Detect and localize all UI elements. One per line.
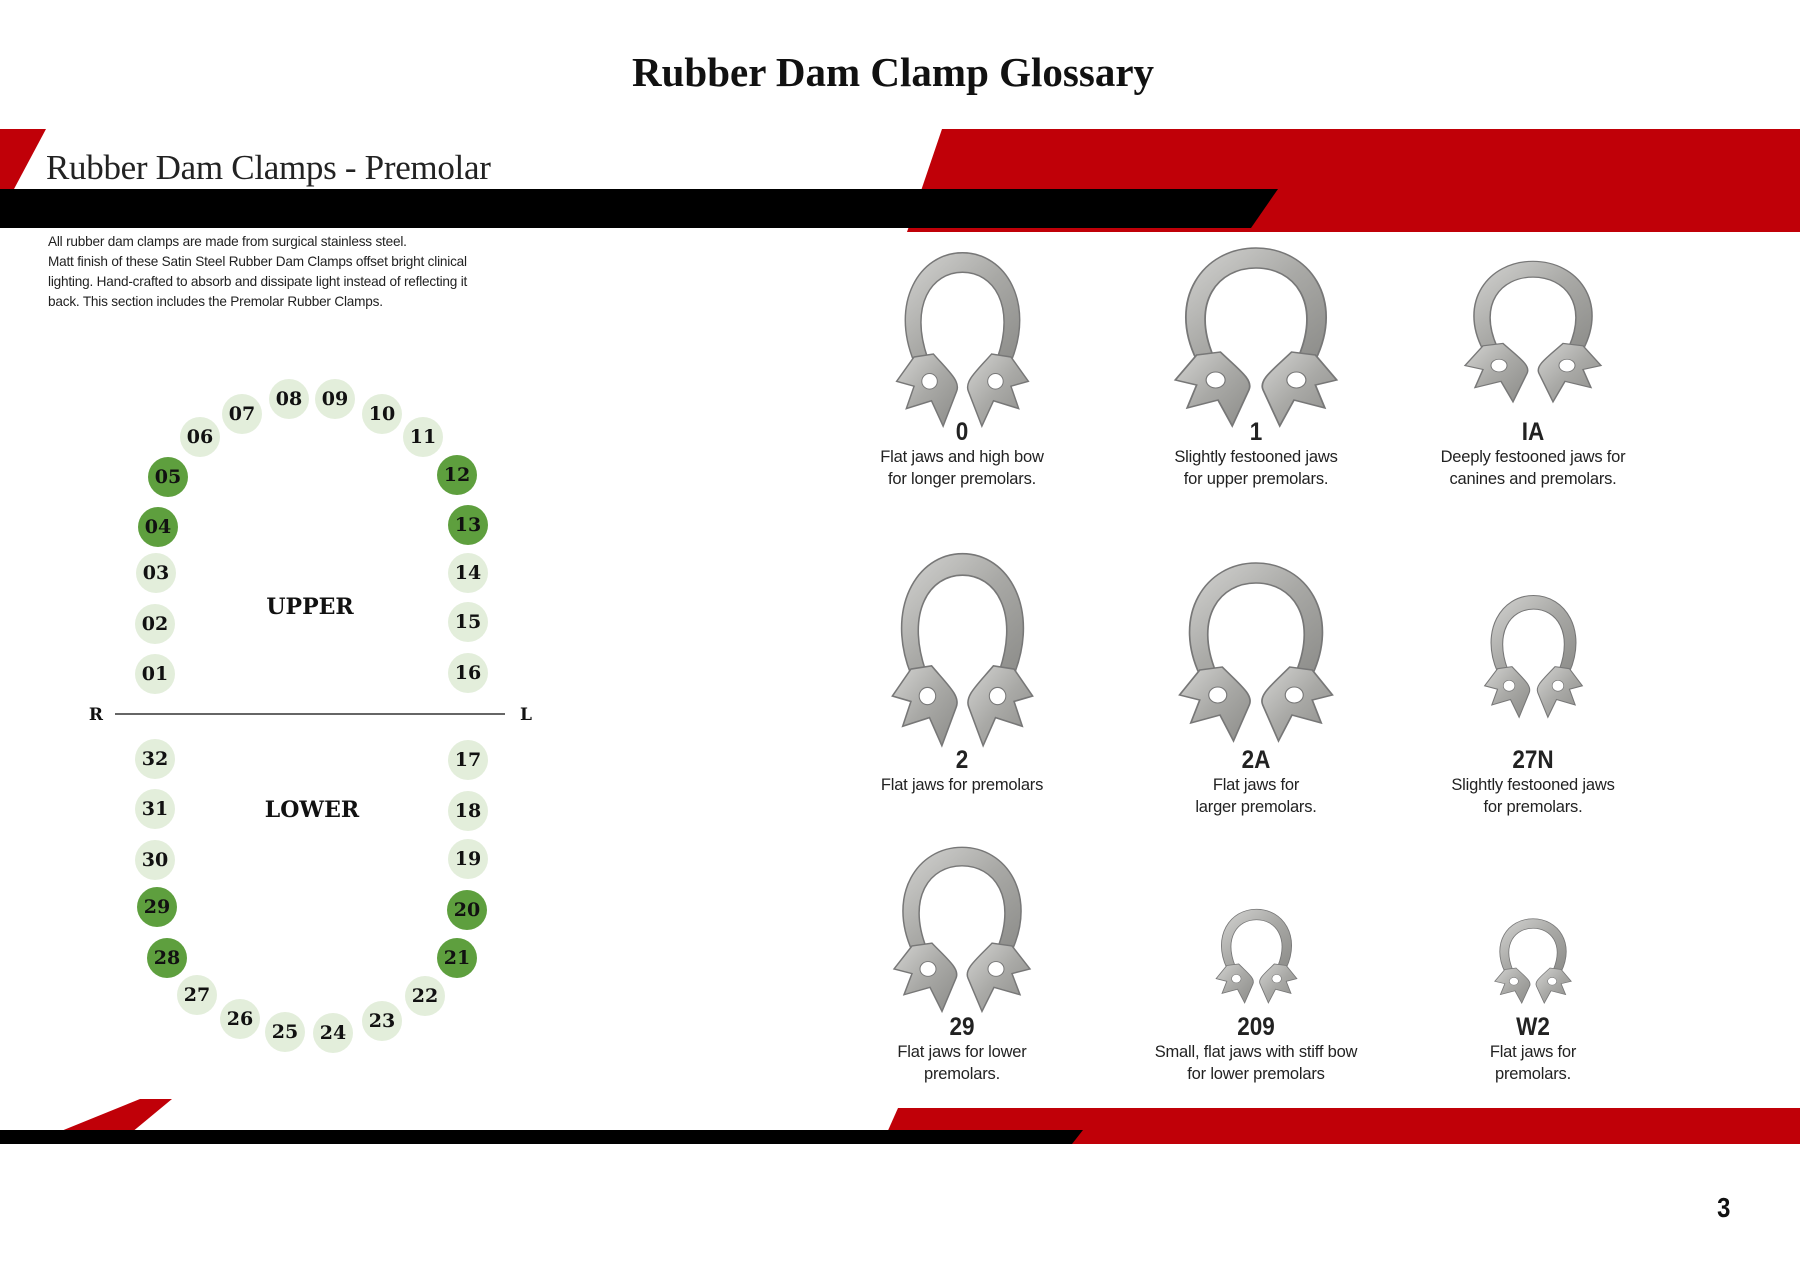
tooth-07: 07: [222, 394, 262, 434]
clamp-number: 29: [949, 1013, 975, 1041]
intro-line: lighting. Hand-crafted to absorb and dis…: [48, 274, 468, 289]
midline-divider: [115, 713, 505, 715]
clamp-description-line: Flat jaws for: [1489, 1043, 1577, 1061]
clamp-description-line: Deeply festooned jaws for: [1440, 448, 1626, 466]
clamp-description-line: Flat jaws for: [1212, 776, 1300, 794]
tooth-27: 27: [177, 975, 217, 1015]
tooth-32: 32: [135, 739, 175, 779]
tooth-02: 02: [135, 604, 175, 644]
tooth-09: 09: [315, 379, 355, 419]
tooth-05: 05: [148, 457, 188, 497]
clamp-number: 2A: [1241, 746, 1271, 774]
clamp-description-line: premolars.: [924, 1065, 1000, 1083]
tooth-21: 21: [437, 938, 477, 978]
bottom-black-band-left: [0, 1130, 175, 1144]
left-side-label: L: [520, 705, 532, 725]
lower-label: LOWER: [264, 797, 360, 823]
clamp-description-line: canines and premolars.: [1449, 470, 1617, 488]
tooth-18: 18: [448, 791, 488, 831]
clamp-number: IA: [1521, 418, 1545, 446]
tooth-16: 16: [448, 653, 488, 693]
clamp-image-27N: [1476, 590, 1591, 720]
clamp-number: 27N: [1512, 746, 1554, 774]
bottom-black-band: [0, 1130, 1083, 1144]
intro-line: back. This section includes the Premolar…: [48, 294, 383, 309]
intro-paragraph: All rubber dam clamps are made from surg…: [48, 232, 608, 312]
tooth-15: 15: [448, 602, 488, 642]
clamp-description-line: Flat jaws and high bow: [880, 448, 1044, 466]
clamp-description-line: larger premolars.: [1195, 798, 1317, 816]
tooth-20: 20: [447, 890, 487, 930]
tooth-31: 31: [135, 789, 175, 829]
clamp-number: 0: [955, 418, 969, 446]
tooth-01: 01: [135, 654, 175, 694]
clamp-item: IA Deeply festooned jaws for canines and p…: [1383, 418, 1683, 490]
clamp-description-line: for longer premolars.: [887, 470, 1037, 488]
tooth-29: 29: [137, 887, 177, 927]
clamp-image-0: [885, 245, 1040, 430]
clamp-description-line: for premolars.: [1483, 798, 1583, 816]
clamp-description-line: Flat jaws for lower: [897, 1043, 1027, 1061]
tooth-06: 06: [180, 417, 220, 457]
clamp-image-W2: [1488, 915, 1578, 1005]
clamp-image-2A: [1166, 555, 1346, 745]
page-number: 3: [1717, 1192, 1731, 1223]
page-title: Rubber Dam Clamp Glossary: [631, 49, 1155, 95]
clamp-number: 2: [955, 746, 969, 774]
tooth-03: 03: [136, 553, 176, 593]
clamp-description-line: for lower premolars: [1187, 1065, 1325, 1083]
clamp-item: 2A Flat jaws for larger premolars.: [1106, 746, 1406, 818]
clamp-description-line: Slightly festooned jaws: [1174, 448, 1338, 466]
clamp-description-line: premolars.: [1495, 1065, 1571, 1083]
top-black-band: [0, 189, 1278, 228]
tooth-17: 17: [448, 740, 488, 780]
tooth-22: 22: [405, 976, 445, 1016]
tooth-24: 24: [313, 1013, 353, 1053]
tooth-25: 25: [265, 1012, 305, 1052]
clamp-description-line: Small, flat jaws with stiff bow: [1154, 1043, 1358, 1061]
tooth-26: 26: [220, 999, 260, 1039]
clamp-number: 1: [1249, 418, 1263, 446]
clamp-number: 209: [1237, 1013, 1275, 1041]
clamp-description-line: Slightly festooned jaws: [1451, 776, 1615, 794]
clamp-image-2: [880, 545, 1045, 750]
clamp-image-IA: [1453, 255, 1613, 405]
section-title: Rubber Dam Clamps - Premolar: [46, 148, 491, 187]
tooth-19: 19: [448, 839, 488, 879]
tooth-30: 30: [135, 840, 175, 880]
tooth-10: 10: [362, 394, 402, 434]
tooth-23: 23: [362, 1001, 402, 1041]
tooth-12: 12: [437, 455, 477, 495]
clamp-number: W2: [1516, 1013, 1550, 1041]
tooth-11: 11: [403, 417, 443, 457]
clamp-description-line: Flat jaws for premolars: [880, 776, 1044, 794]
clamp-item: 27N Slightly festooned jaws for premolars.: [1383, 746, 1683, 818]
clamp-image-1: [1161, 240, 1351, 430]
tooth-28: 28: [147, 938, 187, 978]
tooth-13: 13: [448, 505, 488, 545]
tooth-08: 08: [269, 379, 309, 419]
intro-line: Matt finish of these Satin Steel Rubber …: [48, 254, 467, 269]
right-side-label: R: [88, 705, 104, 725]
tooth-14: 14: [448, 553, 488, 593]
clamp-description-line: for upper premolars.: [1183, 470, 1329, 488]
clamp-image-29: [882, 840, 1042, 1015]
upper-label: UPPER: [266, 594, 354, 620]
clamp-image-209: [1209, 905, 1304, 1005]
intro-line: All rubber dam clamps are made from surg…: [48, 234, 407, 249]
tooth-04: 04: [138, 507, 178, 547]
top-left-red-slash: [0, 129, 46, 189]
bottom-right-red-band: [882, 1108, 1800, 1144]
